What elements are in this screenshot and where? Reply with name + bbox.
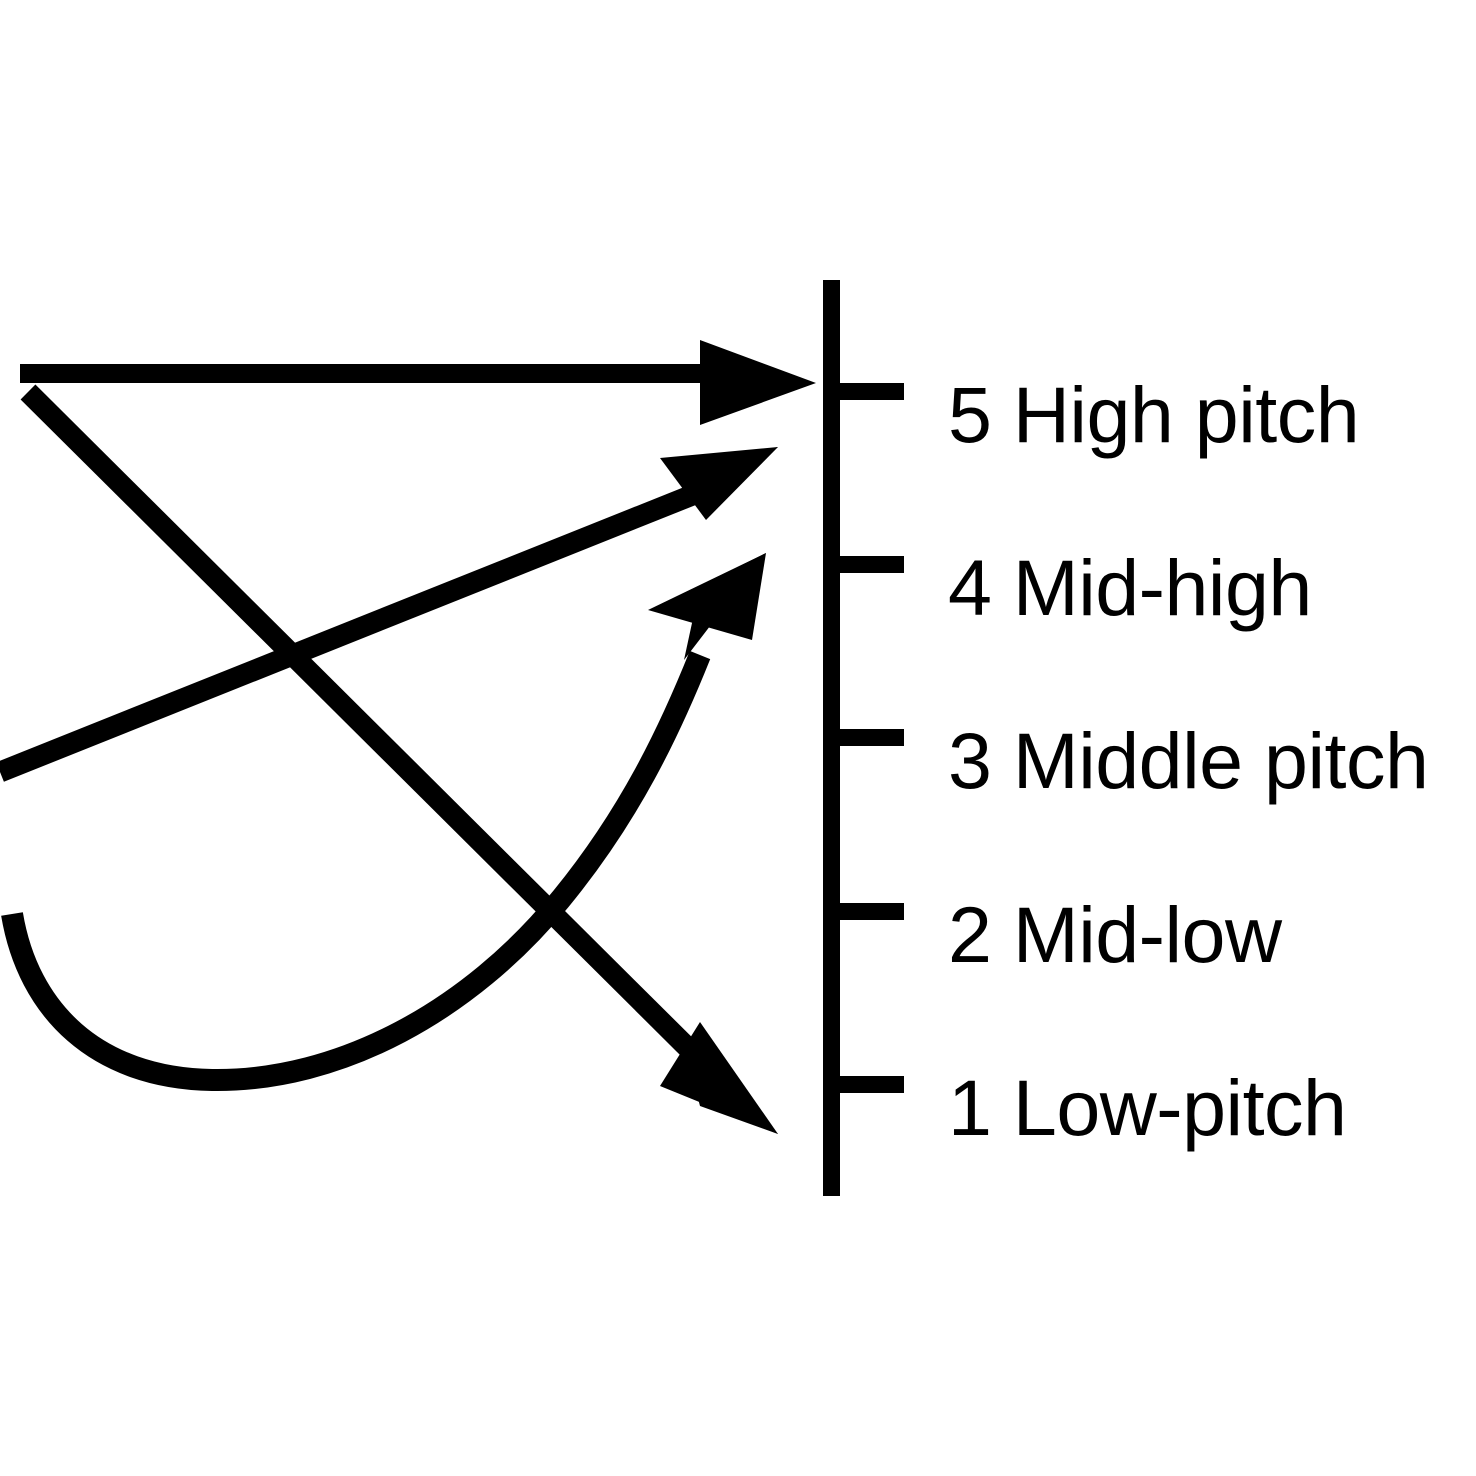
rising-pitch-line (0, 482, 704, 782)
flat-high-pitch-line (20, 364, 720, 383)
dipping-rising-pitch-arrowhead-barb (684, 553, 766, 660)
rising-pitch-arrowhead (660, 447, 778, 520)
axis-tick-5 (838, 383, 904, 400)
axis-line (823, 280, 840, 1196)
flat-high-pitch-arrow (20, 340, 816, 425)
rising-pitch-arrowhead-barb (672, 447, 778, 512)
rising-pitch-arrow (0, 447, 778, 782)
falling-pitch-line (20, 384, 708, 1068)
scale-label-4: 4 Mid-high (948, 543, 1312, 632)
axis-tick-2 (838, 903, 904, 920)
scale-label-3: 3 Middle pitch (948, 716, 1429, 805)
dipping-rising-pitch-line (1, 650, 711, 1092)
axis-tick-1 (838, 1076, 904, 1093)
dipping-rising-pitch-arrow (1, 553, 766, 1092)
scale-label-2: 2 Mid-low (948, 890, 1282, 979)
scale-label-1: 1 Low-pitch (948, 1063, 1347, 1152)
axis-tick-3 (838, 729, 904, 746)
axis-tick-4 (838, 556, 904, 573)
flat-high-pitch-arrowhead (700, 340, 816, 425)
falling-pitch-arrow (20, 384, 778, 1134)
falling-pitch-arrowhead-barb (660, 1022, 778, 1134)
pitch-scale-axis (823, 280, 904, 1196)
scale-label-5: 5 High pitch (948, 370, 1360, 459)
